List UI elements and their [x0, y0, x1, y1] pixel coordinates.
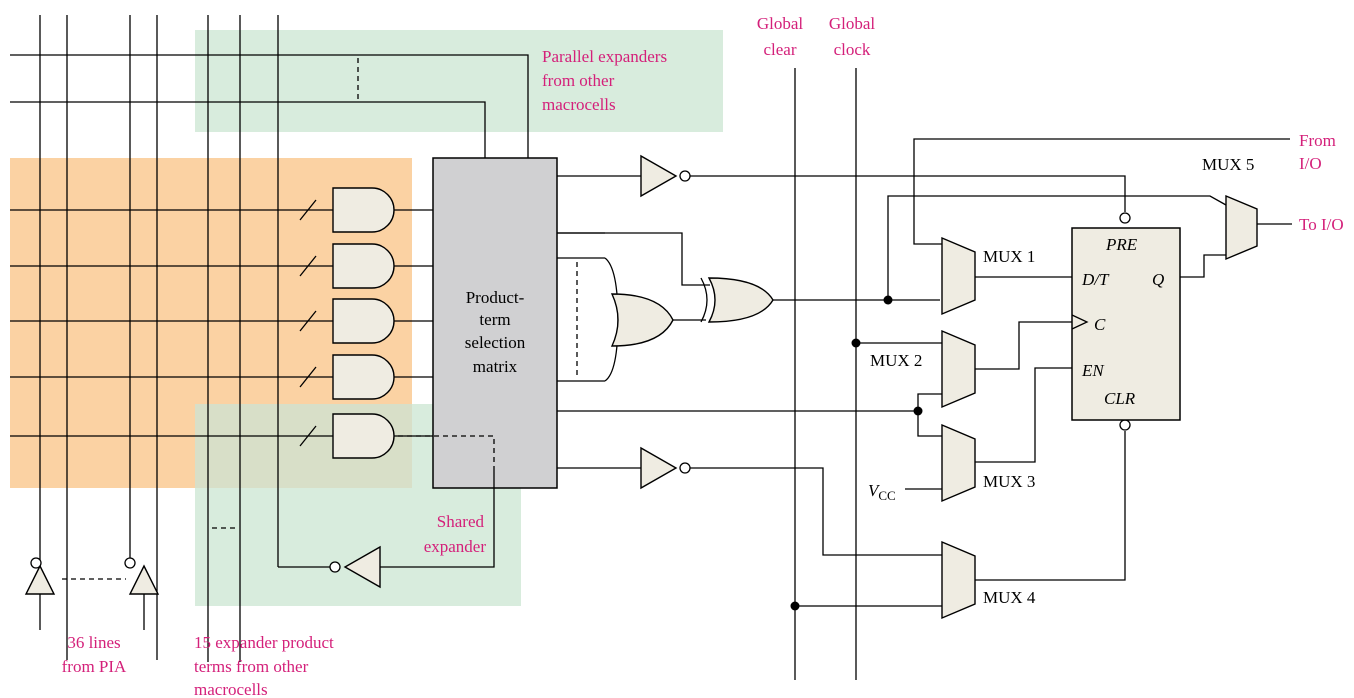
- product-term-selection-matrix: [432, 157, 558, 489]
- mux-1: [941, 236, 976, 316]
- pia-lines-label-1: 36 lines: [67, 633, 120, 652]
- and-gate-5: [332, 413, 395, 459]
- mux-3: [941, 423, 976, 503]
- and-gate-4: [332, 354, 395, 400]
- bottom-inverter: [557, 446, 942, 556]
- matrix-label-4: matrix: [473, 357, 518, 376]
- vertical-input-lines: [39, 15, 279, 662]
- ff-pre: PRE: [1105, 235, 1138, 254]
- from-io-label-2: I/O: [1299, 154, 1322, 173]
- mux5-label: MUX 5: [1202, 155, 1254, 174]
- vcc-label: VCC: [868, 481, 896, 503]
- expander-terms-label-3: macrocells: [194, 680, 268, 698]
- ff-clr: CLR: [1104, 389, 1136, 408]
- flip-flop: [1071, 227, 1181, 421]
- to-io-label: To I/O: [1299, 215, 1344, 234]
- matrix-label-2: term: [479, 310, 510, 329]
- mux3-label: MUX 3: [983, 472, 1035, 491]
- mux-5: [1225, 194, 1258, 261]
- global-clear-label-2: clear: [763, 40, 796, 59]
- or-gate: [610, 293, 674, 347]
- parallel-expanders-label-3: macrocells: [542, 95, 616, 114]
- ff-en: EN: [1081, 361, 1105, 380]
- mux2-label: MUX 2: [870, 351, 922, 370]
- global-clock-label-1: Global: [829, 14, 876, 33]
- shared-expander-feedback: [212, 435, 495, 589]
- global-clear-label-1: Global: [757, 14, 804, 33]
- mux-4: [941, 540, 976, 620]
- shared-expander-label-1: Shared: [437, 512, 485, 531]
- parallel-expander-lines: [10, 54, 529, 158]
- pia-lines-label-2: from PIA: [62, 657, 127, 676]
- from-io-label-1: From: [1299, 131, 1336, 150]
- expander-terms-label-2: terms from other: [194, 657, 309, 676]
- ff-c: C: [1094, 315, 1106, 334]
- expander-terms-label-1: 15 expander product: [194, 633, 334, 652]
- top-inverter: [557, 154, 1131, 224]
- and-gate-3: [332, 298, 395, 344]
- pia-buffers: [24, 557, 160, 630]
- mux1-label: MUX 1: [983, 247, 1035, 266]
- xor-gate: [557, 195, 1227, 323]
- matrix-label-3: selection: [465, 333, 526, 352]
- clock-triangle: [1071, 314, 1089, 330]
- global-clock-label-2: clock: [834, 40, 871, 59]
- and-gates: [332, 187, 433, 459]
- ff-q: Q: [1152, 270, 1164, 289]
- mux-2: [941, 329, 976, 409]
- and-input-lines: [10, 199, 333, 447]
- and-gate-1: [332, 187, 395, 233]
- ff-dt: D/T: [1081, 270, 1110, 289]
- mux4-label: MUX 4: [983, 588, 1036, 607]
- and-gate-2: [332, 243, 395, 289]
- parallel-expanders-label-2: from other: [542, 71, 615, 90]
- parallel-expander-region: [195, 30, 723, 132]
- shared-expander-label-2: expander: [424, 537, 487, 556]
- matrix-label-1: Product-: [466, 288, 525, 307]
- or-gate-network: [557, 232, 706, 382]
- from-io-line: [913, 138, 1290, 245]
- parallel-expanders-label-1: Parallel expanders: [542, 47, 667, 66]
